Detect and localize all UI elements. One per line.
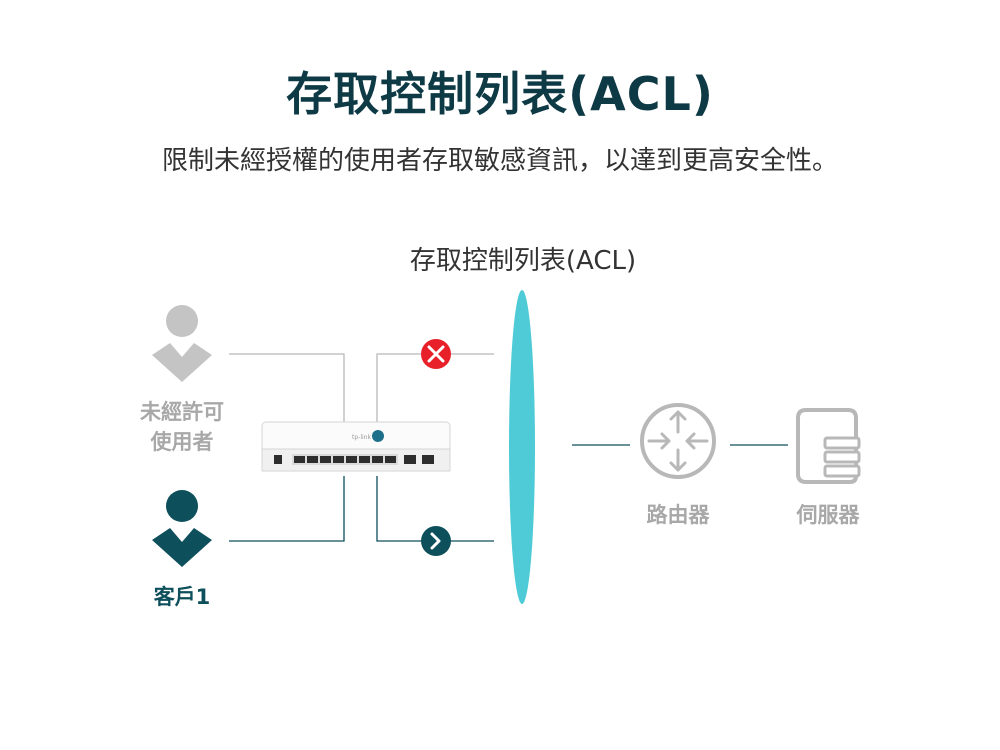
unauthorized-user-label-line1: 未經許可 xyxy=(140,400,224,424)
server-label: 伺服器 xyxy=(796,503,860,527)
unauth-to-switch-line xyxy=(229,353,345,422)
router-label: 路由器 xyxy=(646,503,710,527)
chevron-right-circle-icon xyxy=(421,526,451,556)
switch-to-acl-blocked-line xyxy=(376,353,494,422)
server-icon xyxy=(796,408,861,484)
page-title: 存取控制列表(ACL) xyxy=(286,67,714,121)
acl-barrier xyxy=(509,290,535,604)
client-user-icon xyxy=(152,490,212,567)
acl-label: 存取控制列表(ACL) xyxy=(409,246,637,276)
x-circle-icon xyxy=(421,339,451,369)
switch-to-acl-allowed-line xyxy=(376,476,494,542)
connection-lines xyxy=(229,353,788,542)
svg-text:tp-link: tp-link xyxy=(352,434,371,441)
unauthorized-user-label-line2: 使用者 xyxy=(150,430,214,454)
client-label: 客戶1 xyxy=(153,585,211,609)
client-to-switch-line xyxy=(229,476,345,542)
unauthorized-user-icon xyxy=(152,305,212,382)
network-switch-icon: tp-link xyxy=(261,421,451,472)
unauthorized-user-label: 未經許可 使用者 xyxy=(112,397,252,457)
page-subtitle: 限制未經授權的使用者存取敏感資訊，以達到更高安全性。 xyxy=(161,146,838,176)
router-icon xyxy=(640,403,716,479)
